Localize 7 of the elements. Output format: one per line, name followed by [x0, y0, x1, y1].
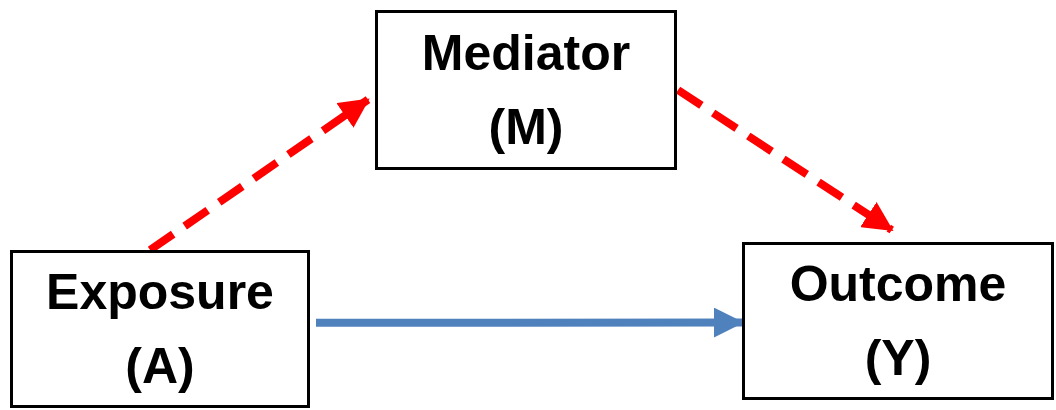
node-label: Exposure (A): [45, 263, 275, 396]
node-label: Outcome (Y): [788, 255, 1008, 388]
node-label: Mediator (M): [420, 24, 632, 157]
arrow: [675, 86, 894, 234]
node-box: [742, 242, 1054, 400]
node-box: [375, 10, 677, 170]
node-box: [10, 250, 310, 408]
